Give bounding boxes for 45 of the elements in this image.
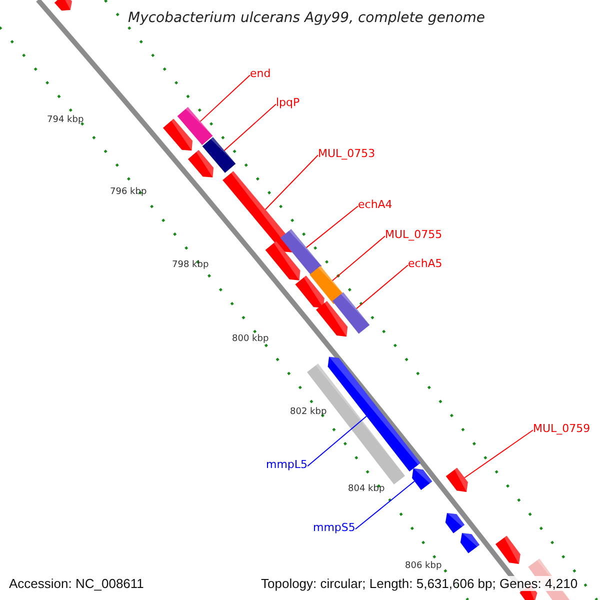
scale-label: 794 kbp	[47, 116, 84, 125]
genome-title: Mycobacterium ulcerans Agy99, complete genome	[128, 11, 486, 25]
gene-block	[54, 0, 72, 11]
gene-label: echA4	[358, 199, 392, 210]
accession-text: Accession: NC_008611	[9, 576, 144, 591]
gene-block	[162, 118, 192, 151]
gene-bar	[177, 107, 213, 145]
gene-bar	[280, 229, 322, 275]
leader-line	[332, 236, 386, 282]
gene-bar	[310, 266, 344, 304]
gene-block	[446, 468, 468, 492]
scale-label: 800 kbp	[232, 335, 269, 344]
gene-block	[412, 468, 432, 490]
leader-line	[224, 104, 276, 151]
scale-label: 806 kbp	[405, 562, 442, 571]
gene-block	[265, 241, 300, 280]
gene-block	[328, 356, 420, 472]
scale-label: 802 kbp	[290, 408, 327, 417]
gene-bar	[202, 137, 236, 173]
gene-label: MUL_0759	[533, 423, 590, 434]
gene-label: mmpL5	[266, 459, 308, 470]
leader-line	[200, 74, 250, 122]
scale-label: 798 kbp	[172, 261, 209, 270]
gene-block	[188, 150, 214, 178]
gene-label: lpqP	[276, 97, 300, 108]
gene-bar	[332, 292, 370, 334]
leader-line	[306, 206, 358, 248]
scale-label: 796 kbp	[110, 188, 147, 197]
gene-block	[460, 532, 480, 554]
gene-block	[445, 513, 465, 534]
leader-line	[354, 480, 415, 530]
gene-block	[295, 276, 324, 308]
leader-line	[464, 430, 534, 478]
gene-label: mmpS5	[313, 522, 356, 533]
leader-line	[356, 264, 408, 310]
gene-label: MUL_0753	[318, 148, 376, 159]
gene-bar	[307, 364, 405, 484]
scale-label: 804 kbp	[348, 485, 385, 494]
gene-label: MUL_0755	[385, 229, 442, 240]
gene-block	[316, 301, 348, 337]
gene-label: echA5	[408, 258, 442, 269]
leader-line	[307, 416, 367, 467]
gene-block	[495, 536, 520, 564]
leader-line	[264, 154, 318, 210]
gene-label: end	[250, 68, 271, 79]
